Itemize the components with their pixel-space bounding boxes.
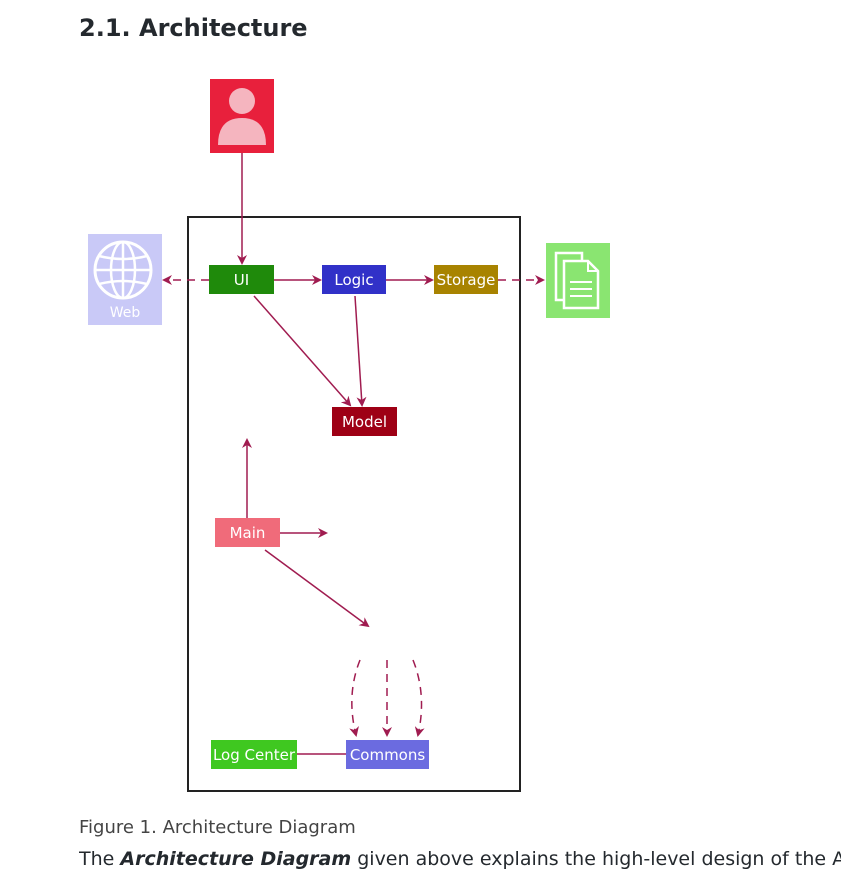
node-main-label: Main (230, 524, 266, 542)
arrow-logic-to-model (354, 295, 367, 407)
arrow-main-diagonal (264, 549, 370, 628)
globe-icon (88, 234, 162, 325)
figure-caption: Figure 1. Architecture Diagram (79, 817, 356, 838)
node-ui: UI (209, 265, 274, 294)
arrow-dashed-right-to-commons (412, 659, 425, 737)
node-logic-label: Logic (334, 271, 373, 289)
node-log-center-label: Log Center (213, 746, 296, 764)
description-suffix: given above explains the high-level desi… (357, 848, 841, 870)
section-heading: 2.1. Architecture (79, 14, 308, 42)
node-storage-label: Storage (437, 271, 496, 289)
node-model-label: Model (342, 413, 387, 431)
app-boundary-frame (187, 216, 521, 792)
architecture-diagram: Web (88, 79, 610, 792)
node-model: Model (332, 407, 397, 436)
node-logic: Logic (322, 265, 386, 294)
user-icon (210, 79, 274, 153)
arrow-ui-to-model (253, 295, 352, 407)
node-storage: Storage (434, 265, 498, 294)
node-main: Main (215, 518, 280, 547)
node-ui-label: UI (234, 271, 249, 289)
arrow-dashed-left-to-commons (349, 659, 361, 737)
documents-icon (546, 243, 610, 318)
web-label: Web (110, 305, 141, 321)
node-commons-label: Commons (350, 746, 426, 764)
diagram-arrows (162, 153, 545, 755)
node-commons: Commons (346, 740, 429, 769)
description-paragraph: The Architecture Diagram given above exp… (79, 848, 841, 870)
description-emphasis: Architecture Diagram (120, 848, 352, 870)
description-prefix: The (79, 848, 121, 870)
node-log-center: Log Center (211, 740, 297, 769)
